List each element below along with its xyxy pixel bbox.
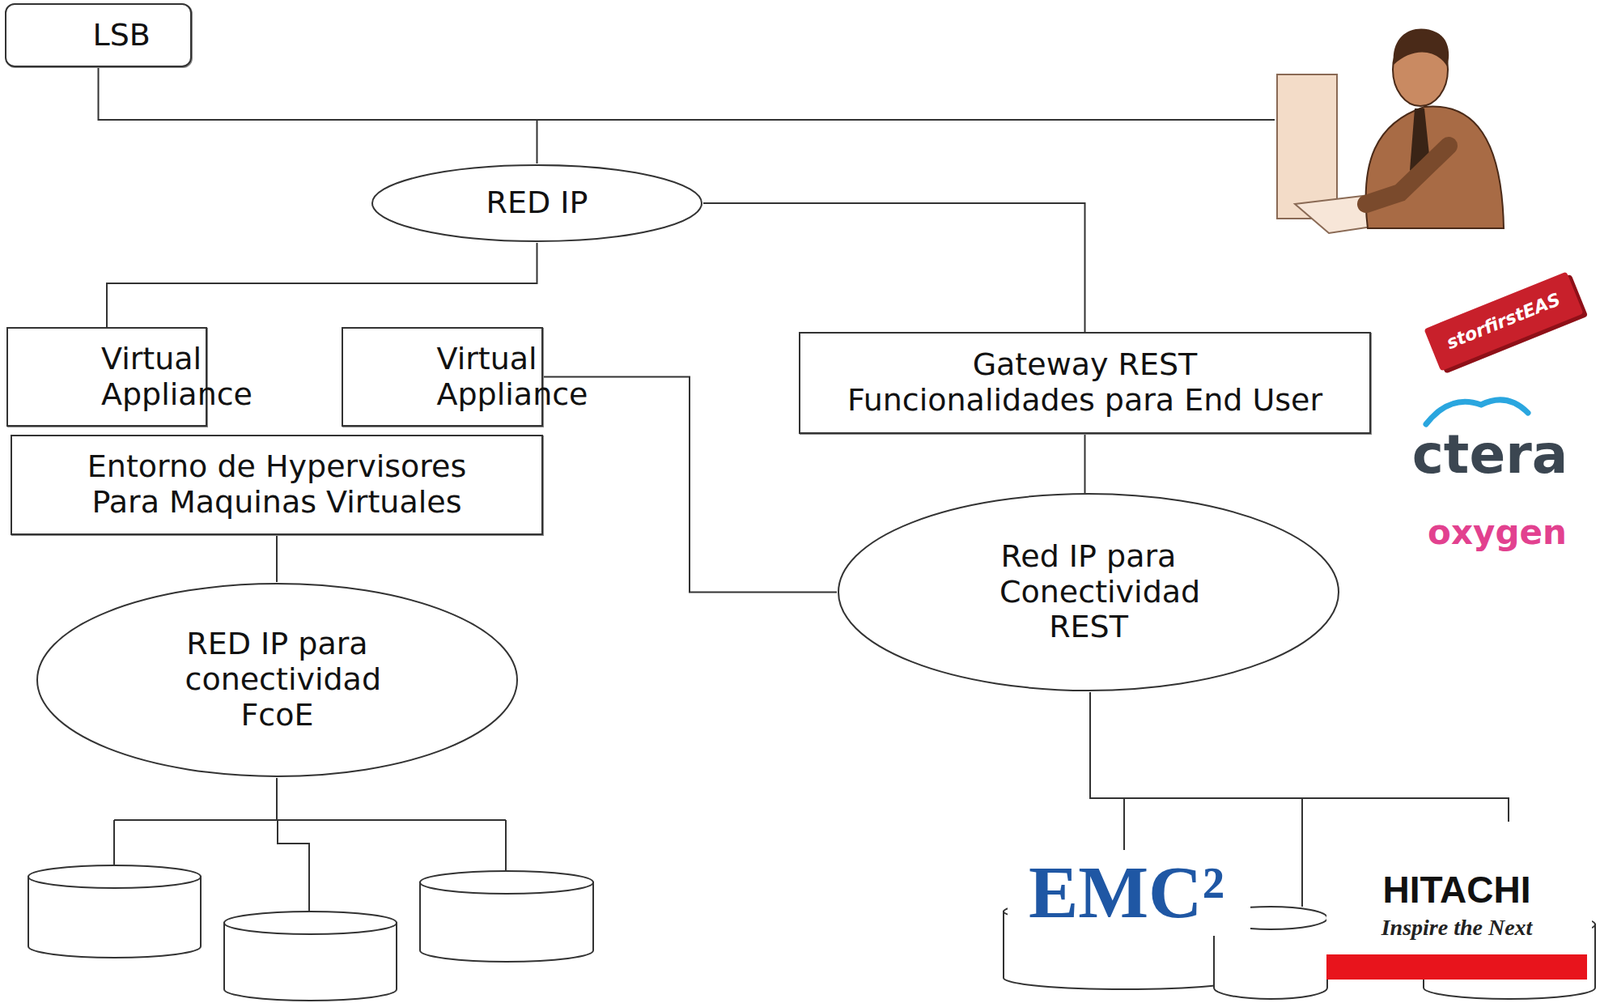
connector-line <box>98 67 538 164</box>
disk-top <box>224 911 397 934</box>
storfirst-logo <box>1423 270 1588 375</box>
ellipse-shape <box>838 493 1339 691</box>
disk-top <box>420 870 594 894</box>
disk-top <box>28 865 201 888</box>
network-ellipse: RED IP <box>370 163 704 243</box>
body <box>1366 106 1504 229</box>
logo-text: oxygen <box>1427 513 1567 552</box>
logo-block <box>1423 271 1584 371</box>
connector-line <box>106 242 538 327</box>
node-text: RED IP <box>484 185 590 221</box>
node-text: Gateway REST <box>971 347 1199 383</box>
person-illustration <box>1277 29 1504 234</box>
node-text: RED IP para conectividad FcoE <box>185 626 370 733</box>
user-wire <box>536 118 1275 121</box>
node-text: Entorno de Hypervisores Para Maquinas Vi… <box>85 449 468 520</box>
process-box: Entorno de Hypervisores Para Maquinas Vi… <box>10 434 544 535</box>
connector-line <box>543 377 837 593</box>
cloud-arc <box>1425 399 1528 425</box>
ellipse-shape <box>37 583 518 777</box>
process-box: LSB <box>4 3 192 68</box>
connector-line <box>275 534 278 582</box>
connector-line <box>703 203 1086 332</box>
logo-text: HITACHI <box>1382 868 1531 912</box>
node-text: Virtual Appliance <box>437 341 449 412</box>
logo-text: storfirstEAS <box>1443 288 1564 353</box>
process-box: Gateway RESTFuncionalidades para End Use… <box>798 331 1371 434</box>
node-text: Funcionalidades para End User <box>845 382 1325 419</box>
process-box: Virtual Appliance <box>6 326 208 427</box>
arm <box>1366 145 1449 204</box>
ellipse-shape <box>372 165 702 242</box>
node-text: LSB <box>93 17 105 54</box>
logo-text: EMC² <box>1028 849 1225 936</box>
node-text: Red IP para Conectividad REST <box>999 538 1178 646</box>
logo-ground <box>1326 821 1592 956</box>
network-ellipse: RED IP para conectividad FcoE <box>35 581 519 778</box>
hair <box>1393 29 1450 67</box>
logo-slogan: Inspire the Next <box>1381 914 1533 941</box>
connector-line <box>1084 433 1087 493</box>
monitor <box>1277 74 1337 219</box>
logo-bar <box>1326 954 1588 980</box>
node-text: Virtual Appliance <box>101 341 113 412</box>
logo-text: ctera <box>1412 424 1569 486</box>
process-box: Virtual Appliance <box>341 326 544 427</box>
network-ellipse: Red IP para Conectividad REST <box>836 492 1341 692</box>
